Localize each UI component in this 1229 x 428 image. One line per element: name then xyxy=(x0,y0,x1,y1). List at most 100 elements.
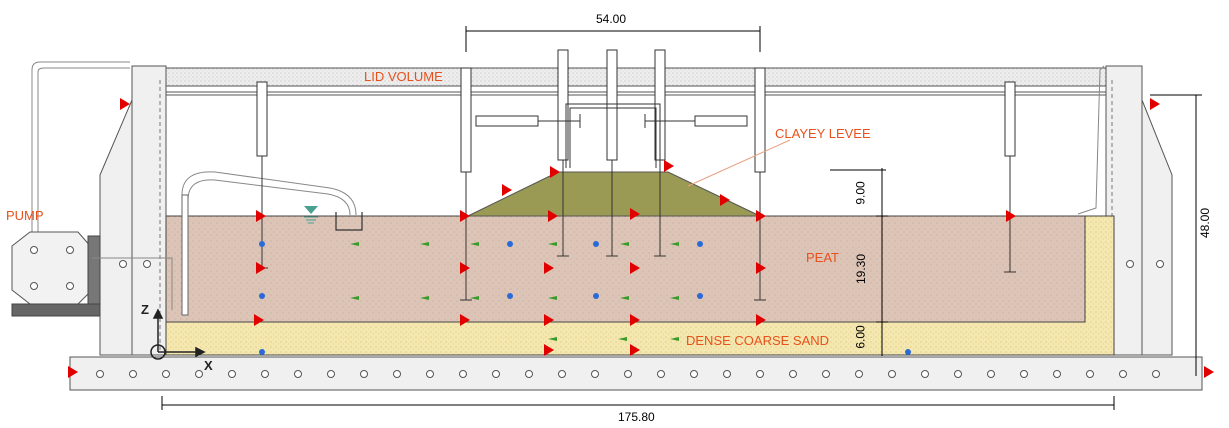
peat-label: PEAT xyxy=(806,250,839,265)
base-plate xyxy=(69,356,1203,391)
red-marker xyxy=(756,210,766,222)
green-marker xyxy=(350,242,359,246)
right-wall xyxy=(1105,65,1173,356)
bolt-hole xyxy=(789,370,797,378)
levee-width-dimension: 54.00 xyxy=(596,12,627,26)
red-marker xyxy=(544,344,554,356)
pump-label: PUMP xyxy=(6,208,44,223)
bolt-hole xyxy=(558,370,566,378)
red-marker xyxy=(1006,210,1016,222)
bolt-hole xyxy=(822,370,830,378)
actuator-body xyxy=(460,67,472,173)
clayey-levee-label: CLAYEY LEVEE xyxy=(775,126,871,141)
bolt-hole xyxy=(1152,370,1160,378)
bolt-hole xyxy=(525,370,533,378)
bolt-hole xyxy=(228,370,236,378)
bolt-hole xyxy=(195,370,203,378)
red-marker xyxy=(256,262,266,274)
levee-loading-frame xyxy=(475,103,748,168)
blue-markers xyxy=(259,241,911,355)
dimension-lines xyxy=(161,26,1202,410)
red-marker xyxy=(544,314,554,326)
blue-marker xyxy=(507,241,513,247)
red-markers xyxy=(68,98,1214,378)
total-length-dimension: 175.80 xyxy=(618,410,655,424)
red-marker xyxy=(256,210,266,222)
bolt-hole xyxy=(129,370,137,378)
green-marker xyxy=(548,337,557,341)
bolt-hole xyxy=(1053,370,1061,378)
sand-thickness-dimension: 6.00 xyxy=(853,325,868,349)
peat-thickness-dimension: 19.30 xyxy=(854,253,869,285)
blue-marker xyxy=(259,293,265,299)
lid-volume-label: LID VOLUME xyxy=(364,69,443,84)
bolt-hole xyxy=(591,370,599,378)
blue-marker xyxy=(259,349,265,355)
z-axis-label: Z xyxy=(141,302,149,317)
bolt-hole xyxy=(261,370,269,378)
blue-marker xyxy=(697,241,703,247)
blue-marker xyxy=(593,293,599,299)
bolt-hole xyxy=(459,370,467,378)
blue-marker xyxy=(507,293,513,299)
red-marker xyxy=(630,314,640,326)
red-marker xyxy=(460,314,470,326)
bolt-hole xyxy=(1020,370,1028,378)
bolt-hole xyxy=(855,370,863,378)
bolt-hole xyxy=(1086,370,1094,378)
blue-marker xyxy=(905,349,911,355)
red-marker xyxy=(1204,366,1214,378)
bolt-hole xyxy=(1119,370,1127,378)
peat-layer xyxy=(165,215,1086,323)
levee-leader-line xyxy=(687,139,791,187)
red-marker xyxy=(68,366,78,378)
inlet-pipe xyxy=(181,171,357,316)
red-marker xyxy=(630,208,640,220)
actuator-body xyxy=(606,49,618,161)
green-marker xyxy=(420,242,429,246)
bolt-hole xyxy=(888,370,896,378)
bolt-hole xyxy=(492,370,500,378)
bolt-hole xyxy=(723,370,731,378)
pump-pipe xyxy=(31,61,130,240)
actuator-body xyxy=(754,67,766,173)
bolt-hole xyxy=(987,370,995,378)
green-markers xyxy=(350,242,679,341)
bolt-hole xyxy=(690,370,698,378)
bolt-hole xyxy=(294,370,302,378)
outlet-pipe xyxy=(1077,65,1105,215)
bolt-hole xyxy=(921,370,929,378)
bolt-hole xyxy=(96,370,104,378)
red-marker xyxy=(720,194,730,206)
green-marker xyxy=(350,296,359,300)
red-marker xyxy=(548,210,558,222)
green-marker xyxy=(670,337,679,341)
bolt-hole xyxy=(624,370,632,378)
bolt-hole xyxy=(756,370,764,378)
bolt-hole xyxy=(954,370,962,378)
dense-coarse-sand-label: DENSE COARSE SAND xyxy=(686,333,830,348)
water-table-icon xyxy=(304,206,318,224)
green-marker xyxy=(470,296,479,300)
green-marker xyxy=(548,296,557,300)
green-marker xyxy=(620,296,629,300)
red-marker xyxy=(460,262,470,274)
x-axis-label: X xyxy=(204,358,213,373)
red-marker xyxy=(630,344,640,356)
red-marker xyxy=(756,314,766,326)
green-marker xyxy=(670,296,679,300)
red-marker xyxy=(1150,98,1160,110)
total-height-dimension: 48.00 xyxy=(1198,207,1213,239)
coordinate-axes xyxy=(150,308,206,360)
red-marker xyxy=(550,166,560,178)
red-marker xyxy=(756,262,766,274)
bolt-hole xyxy=(393,370,401,378)
pump xyxy=(11,231,173,317)
bolt-hole xyxy=(360,370,368,378)
green-marker xyxy=(420,296,429,300)
levee-height-dimension: 9.00 xyxy=(853,181,868,205)
left-wall xyxy=(99,65,167,356)
blue-marker xyxy=(697,293,703,299)
lid-volume xyxy=(165,67,1107,87)
